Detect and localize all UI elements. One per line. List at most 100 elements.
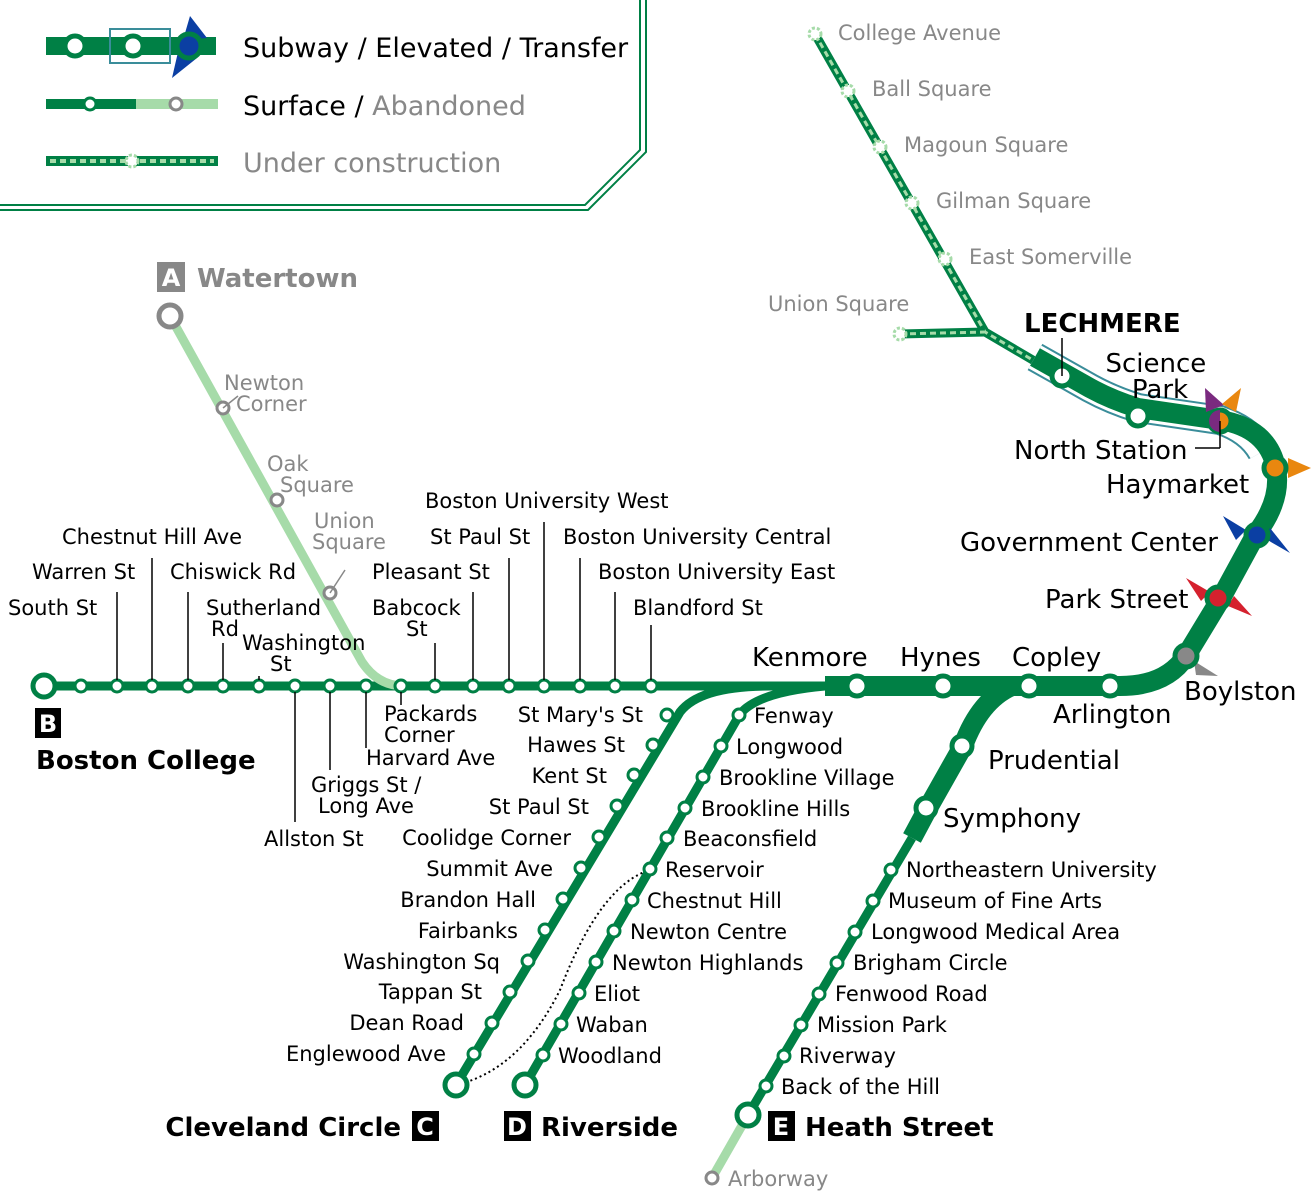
legend-construction-station [124, 153, 140, 169]
station-east-somerville[interactable] [937, 251, 953, 267]
station-cleveland-circle[interactable] [442, 1071, 470, 1099]
label-waban: Waban [576, 1013, 648, 1037]
station-waban[interactable] [553, 1016, 569, 1032]
station-fenway[interactable] [731, 707, 747, 723]
station-washington-st[interactable] [251, 678, 267, 694]
station-prudential[interactable] [949, 733, 975, 759]
station-heath-street[interactable] [734, 1101, 762, 1129]
station-harvard-ave[interactable] [358, 678, 374, 694]
station-reservoir[interactable] [642, 861, 658, 877]
station-college-avenue[interactable] [807, 26, 823, 42]
station-back-of-the-hill[interactable] [758, 1078, 774, 1094]
station-copley[interactable] [1016, 673, 1042, 699]
station-bu-west[interactable] [536, 678, 552, 694]
station-brandon-hall[interactable] [555, 891, 571, 907]
station-packards-corner[interactable] [393, 678, 409, 694]
station-chiswick-rd[interactable] [180, 678, 196, 694]
station-bu-east[interactable] [607, 678, 623, 694]
station-st-marys-st[interactable] [659, 707, 675, 723]
station-park-street[interactable] [1204, 584, 1232, 612]
station-warren-st[interactable] [109, 678, 125, 694]
station-chestnut-hill-ave[interactable] [144, 678, 160, 694]
station-washington-sq[interactable] [520, 953, 536, 969]
label-blandford-st: Blandford St [633, 596, 763, 620]
station-brookline-hills[interactable] [677, 800, 693, 816]
station-babcock-st[interactable] [427, 678, 443, 694]
station-boston-college[interactable] [30, 672, 58, 700]
station-arborway[interactable] [704, 1170, 720, 1186]
station-eliot[interactable] [571, 985, 587, 1001]
leader-line [222, 395, 239, 409]
label-riverside: Riverside [541, 1113, 678, 1143]
station-mission-park[interactable] [793, 1017, 809, 1033]
station-union-square-glx[interactable] [892, 326, 908, 342]
station-englewood-ave[interactable] [466, 1046, 482, 1062]
station-st-paul-st-b[interactable] [501, 678, 517, 694]
station-brookline-village[interactable] [695, 769, 711, 785]
legend-separator: / [346, 91, 372, 122]
station-kent-st[interactable] [626, 767, 642, 783]
badge-e [768, 1111, 795, 1141]
station-boylston[interactable] [1172, 642, 1200, 670]
station-south-st[interactable] [73, 678, 89, 694]
station-chestnut-hill[interactable] [624, 892, 640, 908]
station-fenwood-road[interactable] [811, 986, 827, 1002]
station-newton-centre[interactable] [606, 923, 622, 939]
legend-construction-label: Under construction [243, 148, 501, 179]
station-northeastern-university[interactable] [883, 862, 899, 878]
label-bu-central: Boston University Central [563, 525, 831, 549]
station-pleasant-st[interactable] [465, 678, 481, 694]
station-griggs-st[interactable] [322, 678, 338, 694]
station-bu-central[interactable] [572, 678, 588, 694]
station-museum-of-fine-arts[interactable] [865, 893, 881, 909]
station-fairbanks[interactable] [537, 922, 553, 938]
station-newton-highlands[interactable] [588, 954, 604, 970]
station-tappan-st[interactable] [502, 984, 518, 1000]
label-chestnut-hill-ave: Chestnut Hill Ave [62, 525, 242, 549]
station-coolidge-corner[interactable] [591, 829, 607, 845]
station-longwood-medical-area[interactable] [847, 924, 863, 940]
station-brigham-circle[interactable] [829, 955, 845, 971]
station-beaconsfield[interactable] [659, 830, 675, 846]
label-st-marys-st: St Mary's St [518, 703, 643, 727]
label-line: Corner [384, 723, 455, 747]
legend: Subway / Elevated / Transfer Surface / A… [0, 0, 647, 211]
station-summit-ave[interactable] [573, 860, 589, 876]
station-hynes[interactable] [930, 673, 956, 699]
label-line: Griggs St / [311, 773, 422, 797]
station-ball-square[interactable] [840, 83, 856, 99]
label-woodland: Woodland [558, 1044, 662, 1068]
station-longwood[interactable] [713, 738, 729, 754]
station-sutherland-rd[interactable] [215, 678, 231, 694]
station-haymarket[interactable] [1261, 454, 1289, 482]
station-arlington[interactable] [1097, 673, 1123, 699]
label-union-square-glx: Union Square [768, 292, 909, 316]
legend-surface-label: Surface [243, 91, 346, 122]
label-copley: Copley [1012, 643, 1101, 673]
station-symphony[interactable] [913, 795, 939, 821]
station-oak-square[interactable] [269, 492, 285, 508]
station-gilman-square[interactable] [904, 195, 920, 211]
label-kenmore: Kenmore [752, 643, 868, 673]
legend-abandoned-station [168, 96, 184, 112]
station-government-center[interactable] [1243, 521, 1271, 549]
station-dean-road[interactable] [484, 1015, 500, 1031]
station-magoun-square[interactable] [872, 139, 888, 155]
legend-border-inner [0, 0, 647, 211]
label-newton-centre: Newton Centre [630, 920, 787, 944]
label-magoun-square: Magoun Square [904, 133, 1068, 157]
station-riverside[interactable] [511, 1071, 539, 1099]
station-woodland[interactable] [535, 1047, 551, 1063]
station-kenmore[interactable] [844, 673, 870, 699]
station-hawes-st[interactable] [645, 737, 661, 753]
station-allston-st[interactable] [287, 678, 303, 694]
station-science-park[interactable] [1125, 403, 1151, 429]
station-riverway[interactable] [776, 1048, 792, 1064]
legend-separator: / [349, 33, 375, 64]
badge-c-letter: C [416, 1113, 434, 1141]
label-back-of-the-hill: Back of the Hill [781, 1075, 940, 1099]
station-watertown[interactable] [156, 302, 184, 330]
station-blandford-st[interactable] [643, 678, 659, 694]
station-st-paul-st-c[interactable] [609, 798, 625, 814]
label-englewood-ave: Englewood Ave [286, 1042, 446, 1066]
